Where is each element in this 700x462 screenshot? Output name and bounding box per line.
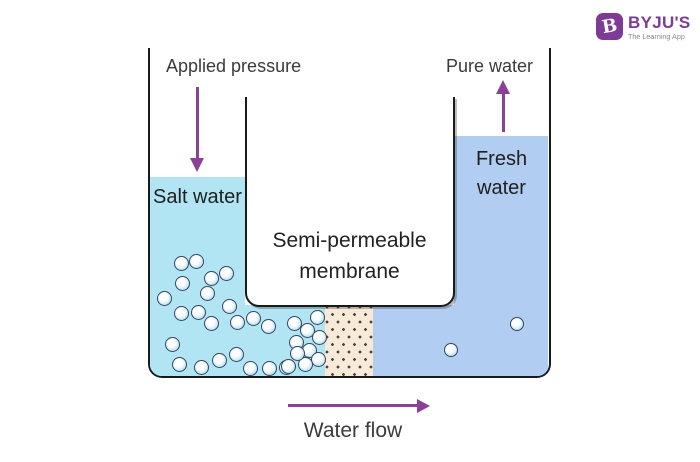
solute-particle xyxy=(190,304,206,320)
applied-pressure-label: Applied pressure xyxy=(166,56,302,76)
solute-particle xyxy=(286,315,302,331)
solute-particle xyxy=(309,309,325,325)
byjus-tagline: The Learning App xyxy=(628,33,685,41)
solute-particle xyxy=(310,351,326,367)
solute-particle xyxy=(164,336,180,352)
solute-particle xyxy=(245,310,261,326)
semi-permeable-membrane xyxy=(325,304,373,376)
solute-particle xyxy=(444,343,458,357)
solute-particle xyxy=(173,255,189,271)
solute-particle xyxy=(297,356,313,372)
solute-particle xyxy=(260,318,276,334)
applied-pressure-arrow xyxy=(196,87,199,159)
water-flow-label: Water flow xyxy=(303,419,403,442)
membrane-label: Semi-permeable membrane xyxy=(272,229,427,283)
fresh-water-channel xyxy=(372,305,548,376)
byjus-brand-name: BYJU'S xyxy=(628,13,691,32)
solute-particle xyxy=(156,290,172,306)
water-flow-arrowhead-icon xyxy=(417,398,430,413)
byjus-badge-letter: B xyxy=(600,14,619,39)
solute-particle xyxy=(242,360,258,376)
tank: Semi-permeable membrane xyxy=(148,48,551,378)
solute-particle xyxy=(261,360,277,376)
byjus-badge-icon: B xyxy=(596,13,623,40)
salt-water-label: Salt water xyxy=(153,186,242,208)
inner-divider-wall: Semi-permeable membrane xyxy=(244,97,455,307)
solute-particle xyxy=(199,285,215,301)
solute-particle xyxy=(203,315,219,331)
solute-particle xyxy=(211,352,227,368)
solute-particle xyxy=(171,356,187,372)
applied-pressure-arrowhead-icon xyxy=(190,158,204,172)
solute-particle xyxy=(311,329,327,345)
pure-water-arrow xyxy=(502,93,505,132)
solute-particle xyxy=(299,322,315,338)
pure-water-arrowhead-icon xyxy=(496,80,510,94)
byjus-logo-text: BYJU'S The Learning App xyxy=(628,13,700,44)
solute-particle xyxy=(229,314,245,330)
solute-particle xyxy=(221,298,237,314)
solute-particle xyxy=(188,253,204,269)
solute-particle xyxy=(510,317,524,331)
solute-particle xyxy=(203,270,219,286)
solute-particle xyxy=(174,275,190,291)
byjus-logo: B BYJU'S The Learning App xyxy=(596,13,700,44)
water-flow-arrow xyxy=(288,404,418,407)
solute-particle xyxy=(228,346,244,362)
solute-particle xyxy=(193,359,209,375)
solute-particle xyxy=(280,358,296,374)
pure-water-label: Pure water xyxy=(446,56,534,76)
solute-particle xyxy=(173,305,189,321)
fresh-water-label: Fresh water xyxy=(475,148,528,199)
solute-particle xyxy=(289,345,305,361)
solute-particle xyxy=(218,265,234,281)
